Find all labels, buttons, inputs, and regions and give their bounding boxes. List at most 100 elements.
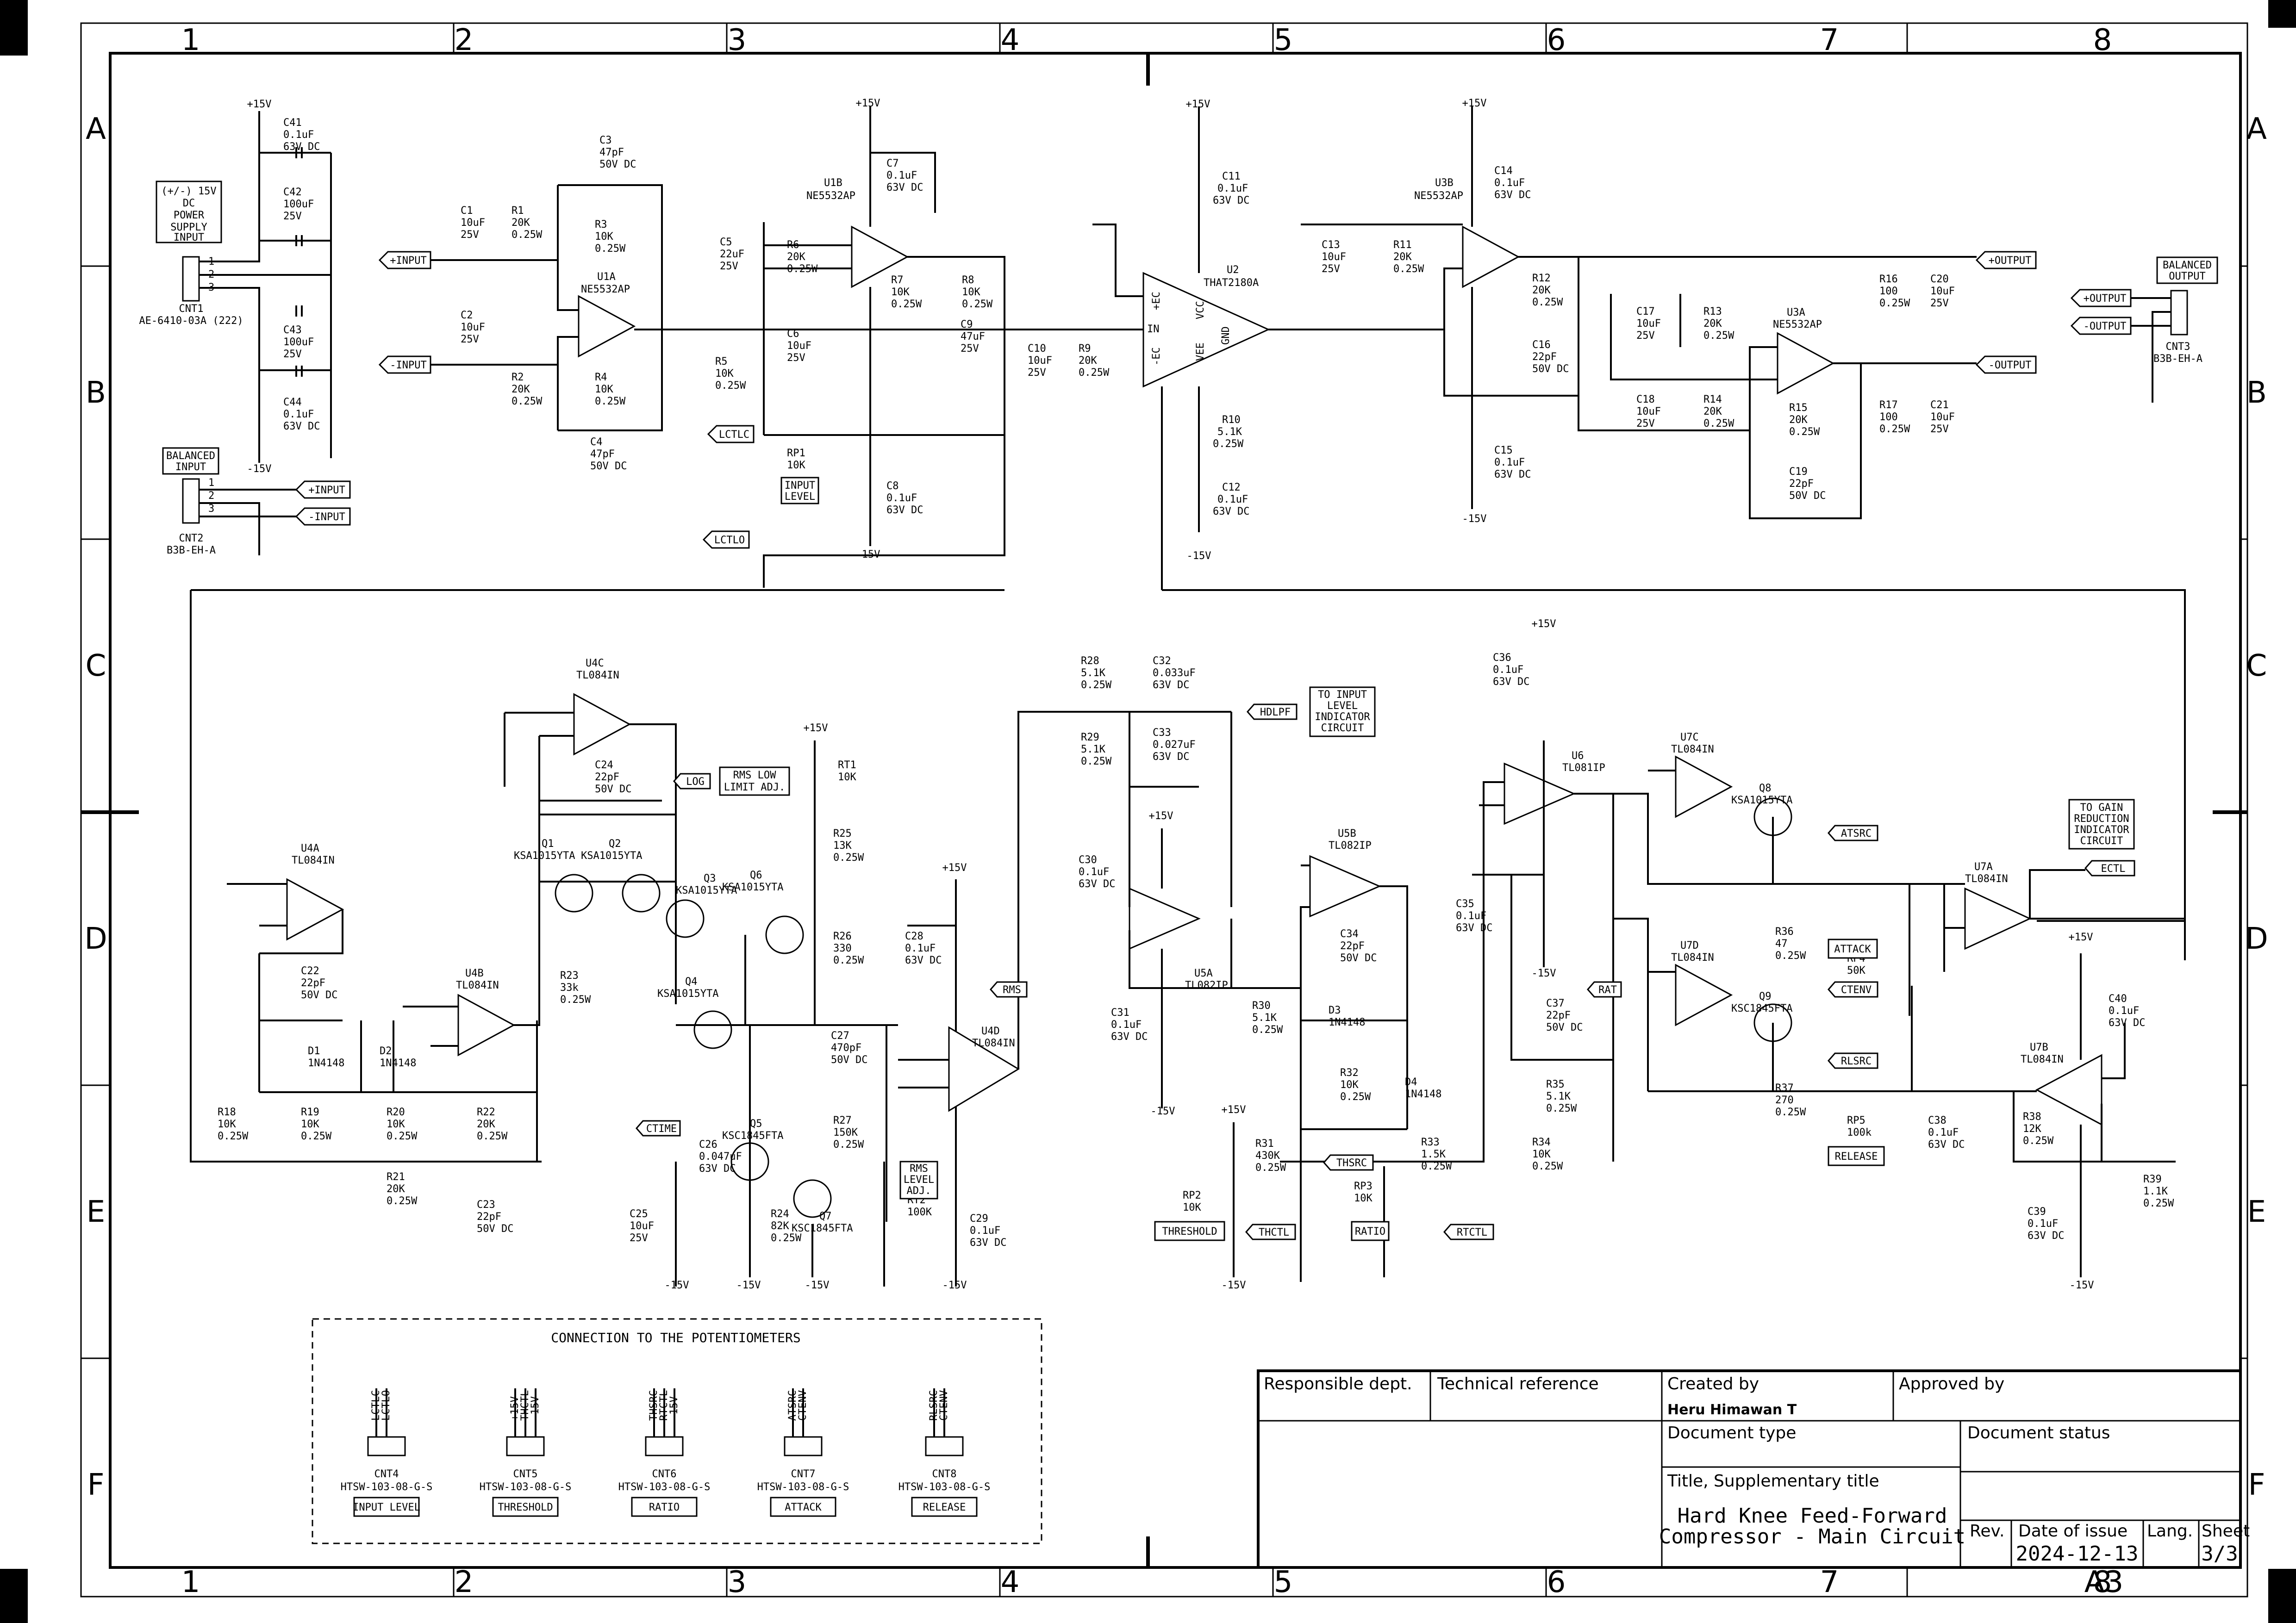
rp5-ref: RP5	[1847, 1115, 1866, 1126]
c17-ref: C17	[1636, 306, 1655, 317]
connector-function: ATTACK	[785, 1502, 822, 1513]
c36-ref: C36	[1493, 652, 1511, 664]
d1-ref: D1	[308, 1045, 320, 1057]
r36-rating: 0.25W	[1775, 950, 1806, 962]
connector-header	[784, 1436, 823, 1456]
release-note	[1828, 1146, 1885, 1166]
rt1-value: 10K	[838, 771, 856, 783]
q4-transistor	[693, 1010, 732, 1049]
c34-value: 22pF	[1340, 940, 1365, 952]
connector-function-box	[911, 1497, 978, 1517]
svg-text:BALANCED: BALANCED	[166, 450, 215, 462]
transistor-part: KSC1845FTA	[1731, 1003, 1792, 1014]
ratio-note	[1351, 1221, 1390, 1241]
net-tag-hdlpf-label: HDLPF	[1260, 707, 1291, 718]
rp1-val: 10K	[787, 460, 805, 471]
svg-text:-EC: -EC	[1151, 347, 1162, 366]
r30-value: 5.1K	[1252, 1012, 1277, 1024]
r35-rating: 0.25W	[1546, 1103, 1577, 1114]
connector-part: HTSW-103-08-G-S	[480, 1481, 572, 1493]
r39-value: 1.1K	[2143, 1186, 2168, 1197]
created-by-label: Created by	[1667, 1374, 1759, 1393]
corner-mark	[2268, 0, 2296, 28]
cnt2-connector	[182, 478, 200, 524]
u3a-ref: U3A	[1787, 307, 1805, 318]
opamp-part: TL082IP	[1185, 980, 1228, 991]
responsible-dept-label: Responsible dept.	[1264, 1374, 1412, 1393]
c6-value: 10uF	[787, 340, 811, 352]
q2-transistor	[622, 874, 661, 913]
svg-text:INPUT: INPUT	[174, 232, 204, 243]
u7b-minus: -15V	[2070, 1280, 2094, 1291]
c36-value: 0.1uF	[1493, 664, 1523, 676]
r33-ref: R33	[1421, 1137, 1440, 1148]
c8-ref: C8	[886, 480, 899, 492]
r7-value: 10K	[891, 286, 910, 298]
outer-frame	[80, 22, 2248, 1598]
r17-rating: 0.25W	[1879, 423, 1910, 435]
r1-rating: 0.25W	[512, 229, 543, 241]
svg-text:INDICATOR: INDICATOR	[2074, 824, 2129, 836]
c35-rating: 63V DC	[1456, 922, 1492, 934]
opamp-part: TL084IN	[292, 855, 335, 866]
r12-ref: R12	[1532, 273, 1551, 284]
svg-text:INDICATOR: INDICATOR	[1315, 711, 1370, 723]
r16-value: 100	[1879, 286, 1898, 297]
svg-text:VCC: VCC	[1195, 301, 1206, 319]
r28-ref: R28	[1081, 655, 1099, 667]
pin-net-label: LCTLO	[381, 1390, 392, 1421]
transistor-part: KSC1845FTA	[722, 1130, 783, 1142]
c27-value: 470pF	[831, 1042, 861, 1054]
connector-function-box	[353, 1497, 420, 1517]
vca-minus: -15V	[1187, 550, 1211, 562]
cnt1-part: AE-6410-03A (222)	[139, 315, 243, 327]
inner-frame	[109, 52, 2242, 1569]
q6-transistor	[765, 915, 804, 954]
to-gain-indicator-note	[2068, 799, 2135, 850]
pin-net-label: CTENV	[797, 1390, 809, 1421]
c15-ref: C15	[1494, 445, 1513, 456]
r15-rating: 0.25W	[1789, 426, 1820, 438]
supply-plus: +15V	[247, 99, 272, 110]
r5-rating: 0.25W	[715, 380, 746, 392]
c26-ref: C26	[699, 1139, 718, 1150]
r16-rating: 0.25W	[1879, 298, 1910, 309]
zone-row-right: F	[2248, 1468, 2265, 1502]
sidechain-notes: RMS LOW LIMIT ADJ. RMS LEVEL ADJ. TO INP…	[719, 686, 2135, 1241]
r11-rating: 0.25W	[1393, 263, 1424, 275]
opamp-part: TL084IN	[456, 980, 499, 991]
svg-text:CIRCUIT: CIRCUIT	[2080, 835, 2123, 847]
q7-transistor	[793, 1179, 832, 1218]
c31-value: 0.1uF	[1111, 1019, 1142, 1031]
rp4-value: 50K	[1847, 965, 1866, 976]
r25-rating: 0.25W	[833, 852, 864, 864]
r14-value: 20K	[1703, 406, 1722, 417]
connector-part: HTSW-103-08-G-S	[618, 1481, 711, 1493]
c15-rating: 63V DC	[1494, 469, 1531, 480]
transistor-ref: Q5	[750, 1118, 762, 1130]
svg-text:RATIO: RATIO	[1355, 1226, 1385, 1237]
net-tag-ectl-label: ECTL	[2101, 863, 2126, 875]
r1-ref: R1	[512, 205, 524, 217]
c31-rating: 63V DC	[1111, 1031, 1148, 1043]
document-status-label: Document status	[1967, 1424, 2110, 1443]
c18-value: 10uF	[1636, 406, 1661, 417]
r7-ref: R7	[891, 274, 904, 286]
c23-ref: C23	[477, 1199, 495, 1211]
c41-ref: C41	[283, 117, 302, 129]
c16-rating: 50V DC	[1532, 363, 1569, 375]
pin-net-label: CTENV	[938, 1390, 950, 1421]
svg-text:C12: C12	[1222, 482, 1241, 493]
title-line-1: Hard Knee Feed-Forward	[1678, 1504, 1947, 1528]
r5-ref: R5	[715, 356, 728, 367]
svg-text:REDUCTION: REDUCTION	[2074, 813, 2129, 825]
r26-value: 330	[833, 943, 852, 954]
r5-value: 10K	[715, 368, 734, 379]
transistor-ref: Q7	[819, 1211, 832, 1222]
zone-col-top: 1	[181, 23, 200, 57]
opamp-ref: U7C	[1680, 732, 1699, 743]
connector-ref: CNT7	[791, 1468, 816, 1480]
c40-rating: 63V DC	[2109, 1017, 2145, 1029]
